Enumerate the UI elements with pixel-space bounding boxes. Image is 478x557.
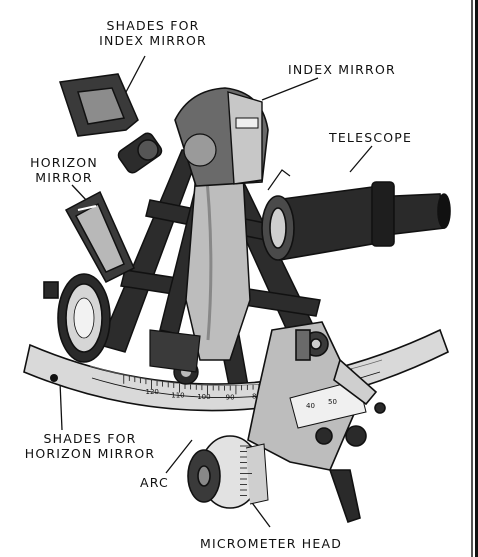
micrometer-drum [187,435,269,509]
label-telescope: TELESCOPE [329,130,413,145]
horizon-mirror [64,190,135,283]
horizon-shades [43,273,111,363]
leader-telescope [349,145,373,173]
label-shades-index-mirror: SHADES FOR INDEX MIRROR [88,18,218,48]
label-shades-index-line1: SHADES FOR [106,18,200,33]
leader-index-mirror [261,77,319,101]
micrometer-ticks [240,445,252,496]
vernier-scale-number: 50 [328,398,337,406]
arc-scale-number: 90 [226,394,235,402]
label-micrometer-head: MICROMETER HEAD [200,536,343,551]
index-shades [59,73,163,174]
label-shades-horizon-line1: SHADES FOR [43,431,137,446]
right-edge-border [475,0,478,557]
label-horizon-line1: HORIZON [30,155,98,170]
label-arc: ARC [140,475,169,490]
label-horizon-line2: MIRROR [35,170,93,185]
vernier-numbers: 40 50 [306,398,337,410]
leader-arc [165,439,193,474]
arc-scale-number: 100 [197,393,210,401]
leader-shades-index [125,55,146,93]
label-horizon-mirror: HORIZON MIRROR [20,155,108,185]
label-shades-index-line2: INDEX MIRROR [99,33,207,48]
label-shades-horizon-mirror: SHADES FOR HORIZON MIRROR [10,431,170,461]
arc-scale-number: 110 [171,391,184,399]
arc-scale-number: 120 [145,388,158,396]
vernier-clamp [247,321,386,524]
right-edge-border-inner [471,0,473,557]
vernier-scale-number: 40 [306,402,315,410]
index-mirror-housing [174,87,269,187]
label-shades-horizon-line2: HORIZON MIRROR [24,446,156,461]
label-index-mirror: INDEX MIRROR [288,62,396,77]
telescope-body [261,169,451,261]
leader-micrometer [249,499,271,528]
leader-shades-horizon [59,381,63,431]
